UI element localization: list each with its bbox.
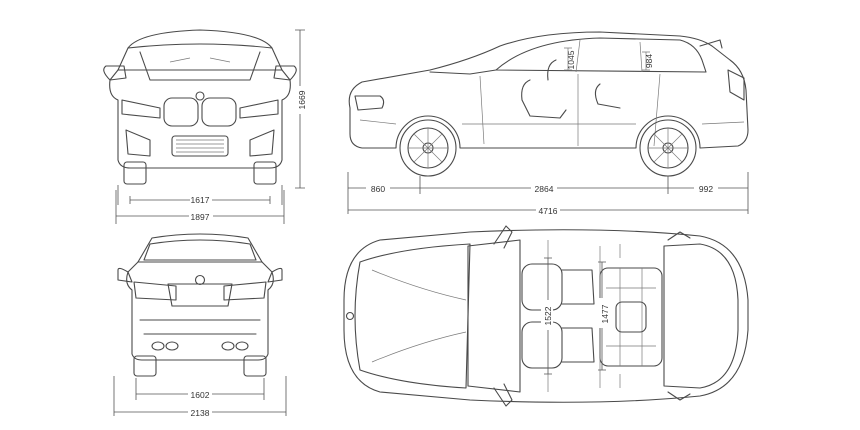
front-view	[103, 29, 297, 185]
rear-dimensions: 1602 2138	[113, 376, 287, 418]
front-headroom-label: 1045	[566, 50, 576, 69]
top-dimensions: 1522 1477	[541, 257, 610, 375]
front-dimensions: 1669 1617 1897	[115, 29, 307, 224]
rear-track-label: 1602	[191, 390, 210, 400]
wheelbase-label: 2864	[535, 184, 554, 194]
rear-view	[117, 233, 283, 377]
rear-overhang-label: 992	[699, 184, 713, 194]
rear-headroom-label: 984	[644, 54, 654, 68]
length-label: 4716	[539, 206, 558, 216]
front-shoulder-label: 1522	[543, 306, 553, 325]
side-view: 1045 984	[348, 31, 749, 177]
body-width-label: 1897	[191, 212, 210, 222]
side-dimensions: 860 2864 992 4716	[347, 172, 749, 216]
mirror-width-label: 2138	[191, 408, 210, 418]
height-label: 1669	[297, 90, 307, 109]
front-overhang-label: 860	[371, 184, 385, 194]
front-track-label: 1617	[191, 195, 210, 205]
rear-shoulder-label: 1477	[600, 304, 610, 323]
